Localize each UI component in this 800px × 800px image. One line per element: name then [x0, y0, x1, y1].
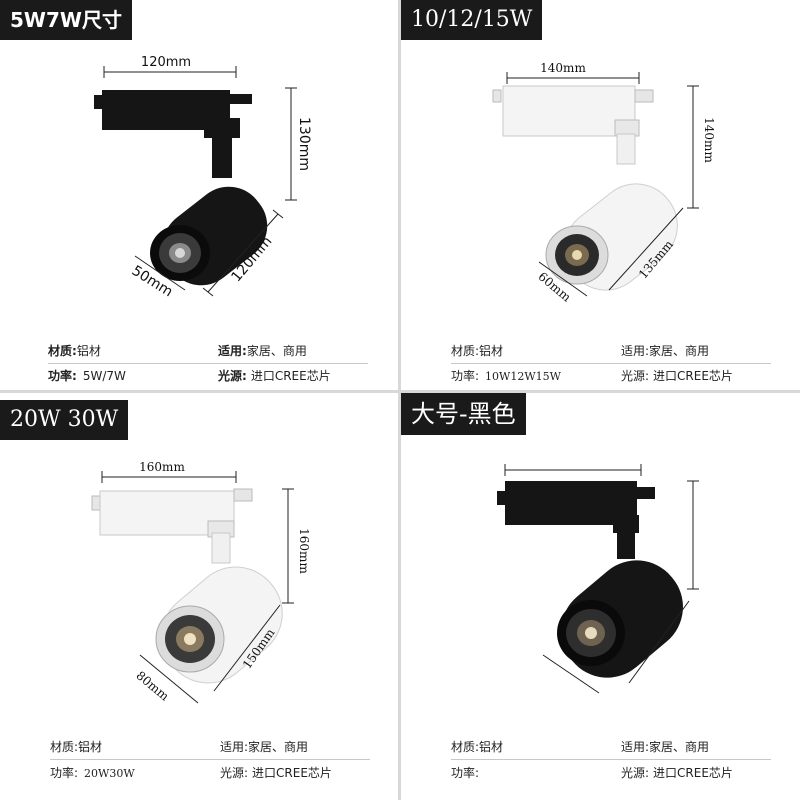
spec-key: 材质:: [48, 344, 77, 358]
spec-key: 材质:: [451, 344, 480, 358]
spec-value: 铝材: [76, 344, 101, 358]
dim-diameter: 80mm: [134, 668, 173, 704]
horizontal-divider: [0, 390, 800, 393]
spec-key: 光源:: [220, 766, 249, 780]
dim-width: 120mm: [141, 55, 191, 70]
spec-key: 适用:: [621, 344, 650, 358]
spec-table: 材质:铝材 适用:家居、商用 功率: 5W/7W 光源:进口CREE芯片: [48, 340, 368, 388]
spec-row: 功率: 光源:进口CREE芯片: [451, 762, 771, 784]
track-light-white-large-illustration: 160mm 160mm 150mm 80mm: [91, 460, 311, 704]
spec-row: 材质:铝材 适用:家居、商用: [451, 340, 771, 362]
dim-height: 130mm: [296, 117, 312, 171]
panel-10-12-15w: 140mm 140mm 135mm 60mm 10/12/15W 材质:铝材 适…: [401, 0, 800, 390]
spec-key: 功率:: [50, 766, 79, 780]
spec-table: 材质:铝材 适用:家居、商用 功率: 光源:进口CREE芯片: [451, 736, 771, 786]
track-light-white-medium-illustration: 140mm 140mm 135mm 60mm: [492, 61, 716, 305]
spec-key: 适用:: [220, 740, 249, 754]
spec-key: 光源:: [621, 369, 650, 383]
spec-key: 功率:: [48, 369, 77, 383]
dim-width: 160mm: [139, 460, 185, 474]
spec-value: 家居、商用: [649, 344, 710, 358]
spec-value: 进口CREE芯片: [252, 766, 332, 780]
spec-row: 功率: 20W30W 光源:进口CREE芯片: [50, 762, 370, 784]
spec-value: 10W12W15W: [485, 370, 561, 383]
spec-value: 进口CREE芯片: [250, 369, 331, 383]
panel-5w7w: 120mm 130mm 120mm 50mm 5W7W尺寸 材质:铝材 适用:家…: [0, 0, 398, 390]
spec-value: 5W/7W: [82, 369, 126, 383]
panel-20w-30w: 160mm 160mm 150mm 80mm 20W 30W 材质:铝材 适用:…: [0, 393, 398, 800]
panel-label: 大号-黑色: [401, 393, 526, 435]
panel-label: 5W7W尺寸: [0, 0, 132, 40]
spec-value: 进口CREE芯片: [653, 369, 733, 383]
track-light-black-small-illustration: 120mm 130mm 120mm 50mm: [94, 55, 312, 300]
spec-value: 家居、商用: [246, 344, 307, 358]
panel-label: 20W 30W: [0, 400, 129, 440]
vertical-divider: [398, 0, 401, 800]
spec-table: 材质:铝材 适用:家居、商用 功率: 10W12W15W 光源:进口CREE芯片: [451, 340, 771, 388]
spec-value: 进口CREE芯片: [653, 766, 733, 780]
spec-key: 材质:: [451, 740, 480, 754]
spec-value: 家居、商用: [248, 740, 309, 754]
spec-key: 材质:: [50, 740, 79, 754]
spec-row: 材质:铝材 适用:家居、商用: [451, 736, 771, 758]
spec-value: 铝材: [479, 344, 504, 358]
spec-row: 功率: 10W12W15W 光源:进口CREE芯片: [451, 365, 771, 387]
spec-value: 铝材: [479, 740, 504, 754]
spec-value: 20W30W: [84, 767, 135, 780]
track-light-black-large-illustration: [497, 464, 699, 694]
spec-key: 功率:: [451, 766, 480, 780]
spec-value: 家居、商用: [649, 740, 710, 754]
panel-label: 10/12/15W: [401, 0, 543, 40]
spec-key: 适用:: [218, 344, 247, 358]
panel-large-black: 大号-黑色 材质:铝材 适用:家居、商用 功率: 光源:进口CREE芯片: [401, 393, 800, 800]
spec-key: 适用:: [621, 740, 650, 754]
spec-key: 光源:: [621, 766, 650, 780]
spec-row: 功率: 5W/7W 光源:进口CREE芯片: [48, 365, 368, 387]
dim-height: 140mm: [702, 117, 716, 163]
spec-table: 材质:铝材 适用:家居、商用 功率: 20W30W 光源:进口CREE芯片: [50, 736, 370, 786]
spec-row: 材质:铝材 适用:家居、商用: [50, 736, 370, 758]
spec-row: 材质:铝材 适用:家居、商用: [48, 340, 368, 362]
dim-width: 140mm: [540, 61, 586, 75]
spec-key: 功率:: [451, 369, 480, 383]
dim-height: 160mm: [297, 528, 311, 574]
spec-value: 铝材: [78, 740, 103, 754]
spec-key: 光源:: [218, 369, 247, 383]
